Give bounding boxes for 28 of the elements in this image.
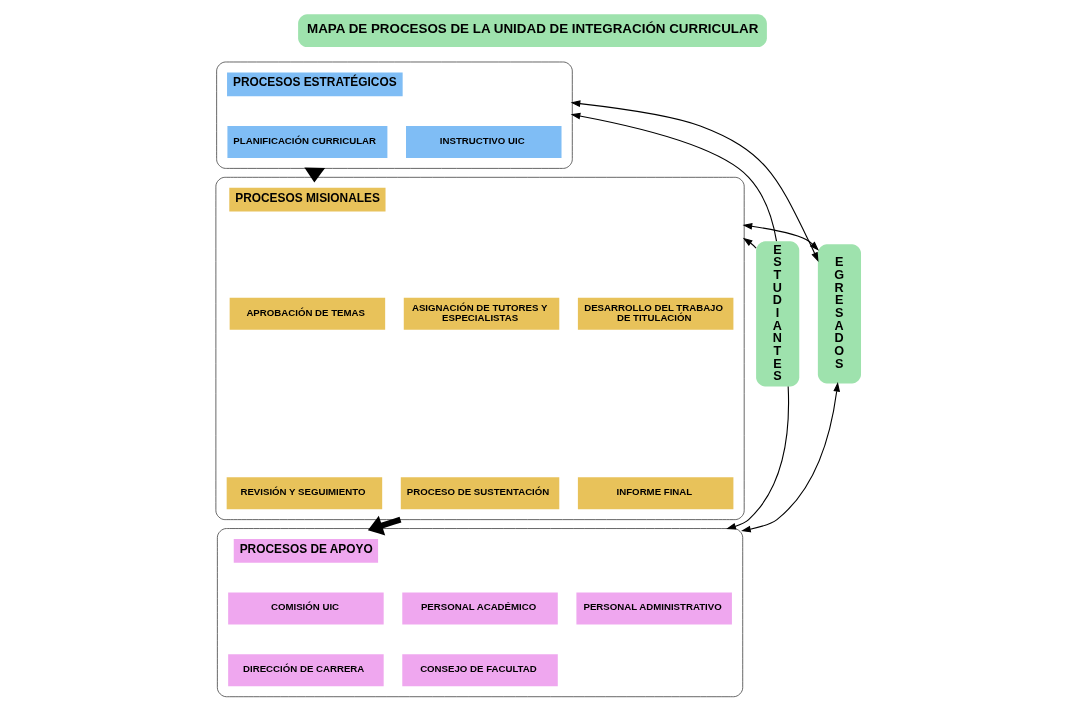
node-box: CONSEJO DE FACULTAD [402, 654, 558, 687]
node-box: EGRESADOS [817, 244, 861, 384]
node-box: COMISIÓN UIC [228, 592, 384, 625]
arrow [742, 237, 757, 249]
node-box: PERSONAL ADMINISTRATIVO [576, 592, 732, 625]
cluster [215, 176, 745, 520]
node-box: DIRECCIÓN DE CARRERA [228, 654, 384, 687]
node-box: PROCESOS DE APOYO [233, 538, 379, 563]
node-box: ASIGNACIÓN DE TUTORES Y ESPECIALISTAS [403, 297, 560, 330]
arrow [570, 112, 778, 242]
arrow [367, 515, 402, 536]
node-box: INSTRUCTIVO UIC [406, 126, 562, 158]
arrow [726, 386, 790, 530]
arrow [741, 381, 841, 533]
node-box: REVISIÓN Y SEGUIMIENTO [226, 477, 383, 510]
arrow [570, 100, 819, 262]
cluster [217, 528, 744, 698]
node-box: ESTUDIANTES [756, 241, 800, 387]
node-box: DESARROLLO DEL TRABAJO DE TITULACIÓN [577, 297, 734, 330]
node-box: PLANIFICACIÓN CURRICULAR [227, 126, 388, 158]
node-box: PROCESOS ESTRATÉGICOS [227, 72, 403, 97]
node-box: APROBACIÓN DE TEMAS [229, 297, 386, 330]
node-box: PERSONAL ACADÉMICO [402, 592, 558, 625]
node-box: PROCESOS MISIONALES [229, 187, 386, 212]
diagram-title: MAPA DE PROCESOS DE LA UNIDAD DE INTEGRACIÓN CURRICULAR [307, 21, 759, 37]
node-box: INFORME FINAL [577, 477, 734, 510]
arrow [742, 222, 819, 251]
node-box: PROCESO DE SUSTENTACIÓN [400, 477, 560, 510]
